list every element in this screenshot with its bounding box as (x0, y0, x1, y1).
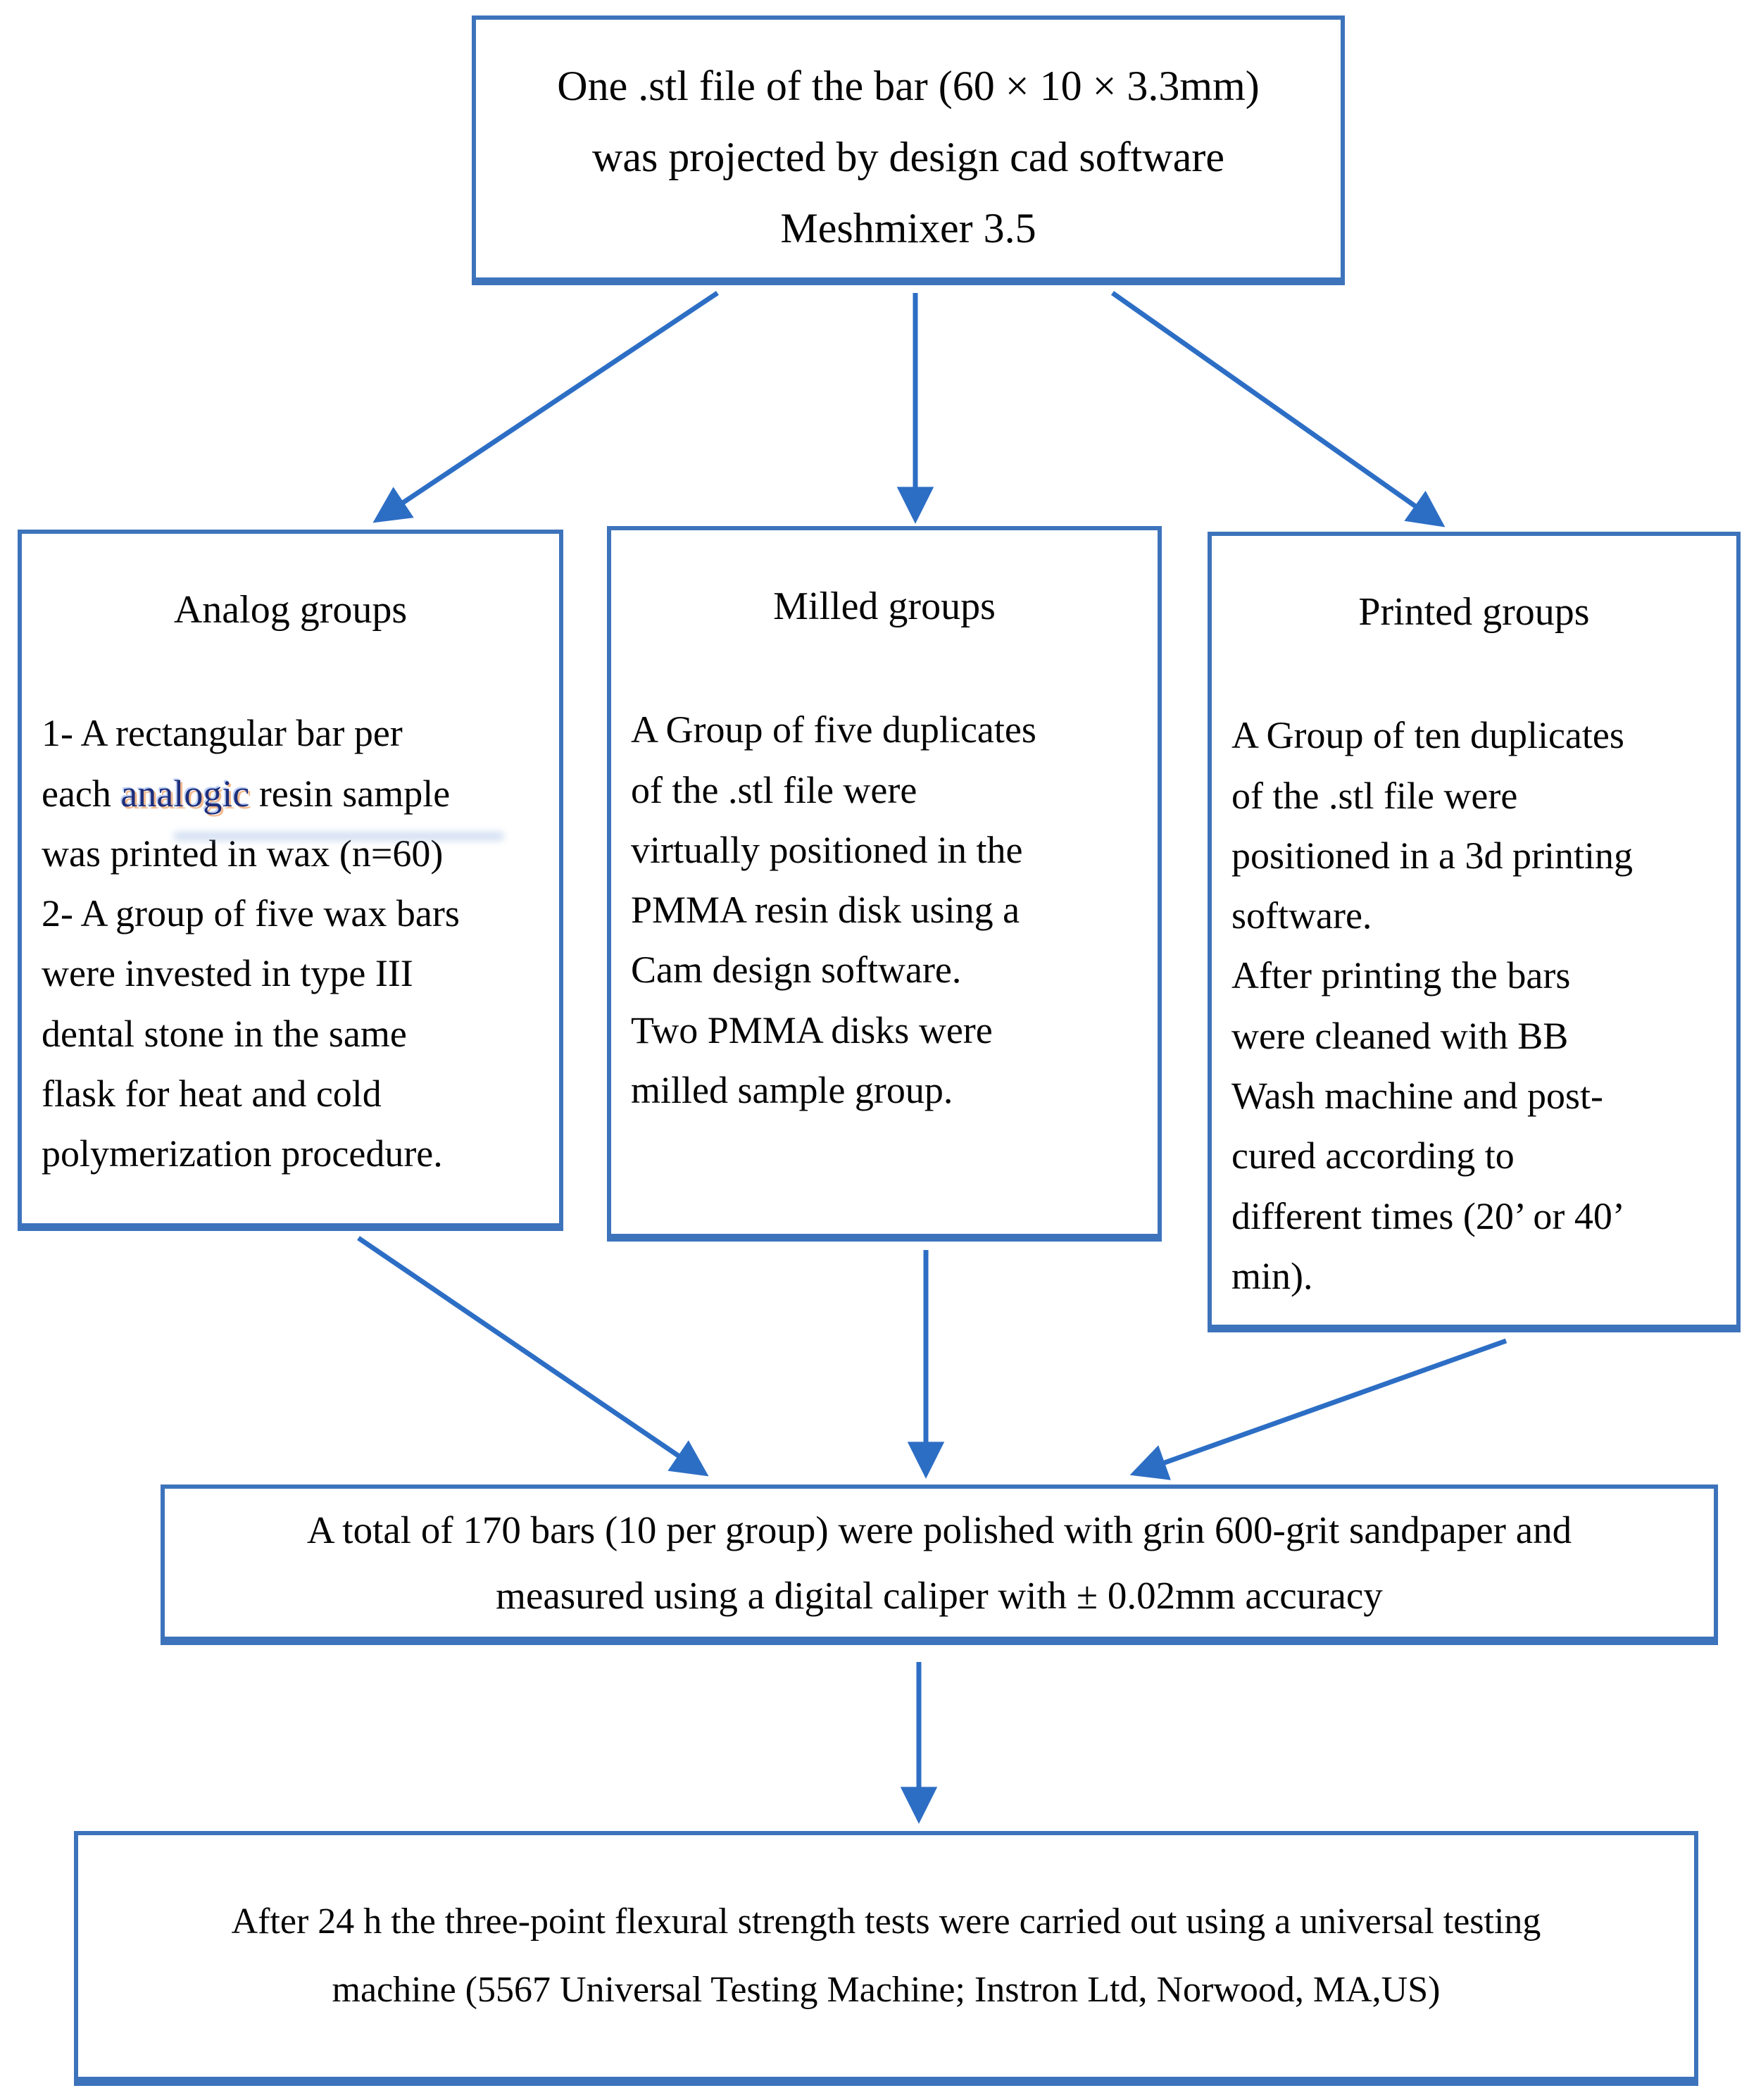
printed-groups-body: A Group of ten duplicates of the .stl fi… (1231, 714, 1633, 1297)
arrow-source-to-analog (372, 291, 719, 523)
box-flexural-strength-test: After 24 h the three-point flexural stre… (74, 1831, 1698, 2086)
box-printed-groups: Printed groups A Group of ten duplicates… (1208, 532, 1741, 1332)
printed-groups-heading: Printed groups (1358, 590, 1590, 634)
analog-body-part-2: resin sample was printed in wax (n=60) 2… (42, 772, 460, 1175)
analogic-highlighted-word: analogic (120, 772, 250, 815)
box-source-stl-file: One .stl file of the bar (60 × 10 × 3.3m… (472, 15, 1345, 285)
box-milled-groups: Milled groups A Group of five duplicates… (607, 526, 1162, 1242)
analog-groups-heading: Analog groups (173, 588, 408, 632)
milled-groups-heading: Milled groups (773, 585, 996, 628)
bars-box-text: A total of 170 bars (10 per group) were … (306, 1508, 1572, 1618)
underline-smudge-artifact (173, 832, 504, 841)
final-box-text: After 24 h the three-point flexural stre… (231, 1901, 1541, 2010)
source-box-text: One .stl file of the bar (60 × 10 × 3.3m… (557, 63, 1260, 251)
arrow-analog-to-bars (357, 1236, 709, 1477)
milled-groups-body: A Group of five duplicates of the .stl f… (631, 708, 1036, 1112)
analog-groups-body: 1- A rectangular bar per each analogic r… (42, 704, 544, 1185)
box-analog-groups: Analog groups 1- A rectangular bar per e… (18, 530, 563, 1231)
arrow-source-to-printed (1110, 291, 1446, 527)
box-polishing-measurement: A total of 170 bars (10 per group) were … (161, 1485, 1718, 1645)
analog-body-part-1: 1- A rectangular bar per each (42, 712, 403, 815)
arrow-printed-to-bars (1129, 1338, 1507, 1480)
